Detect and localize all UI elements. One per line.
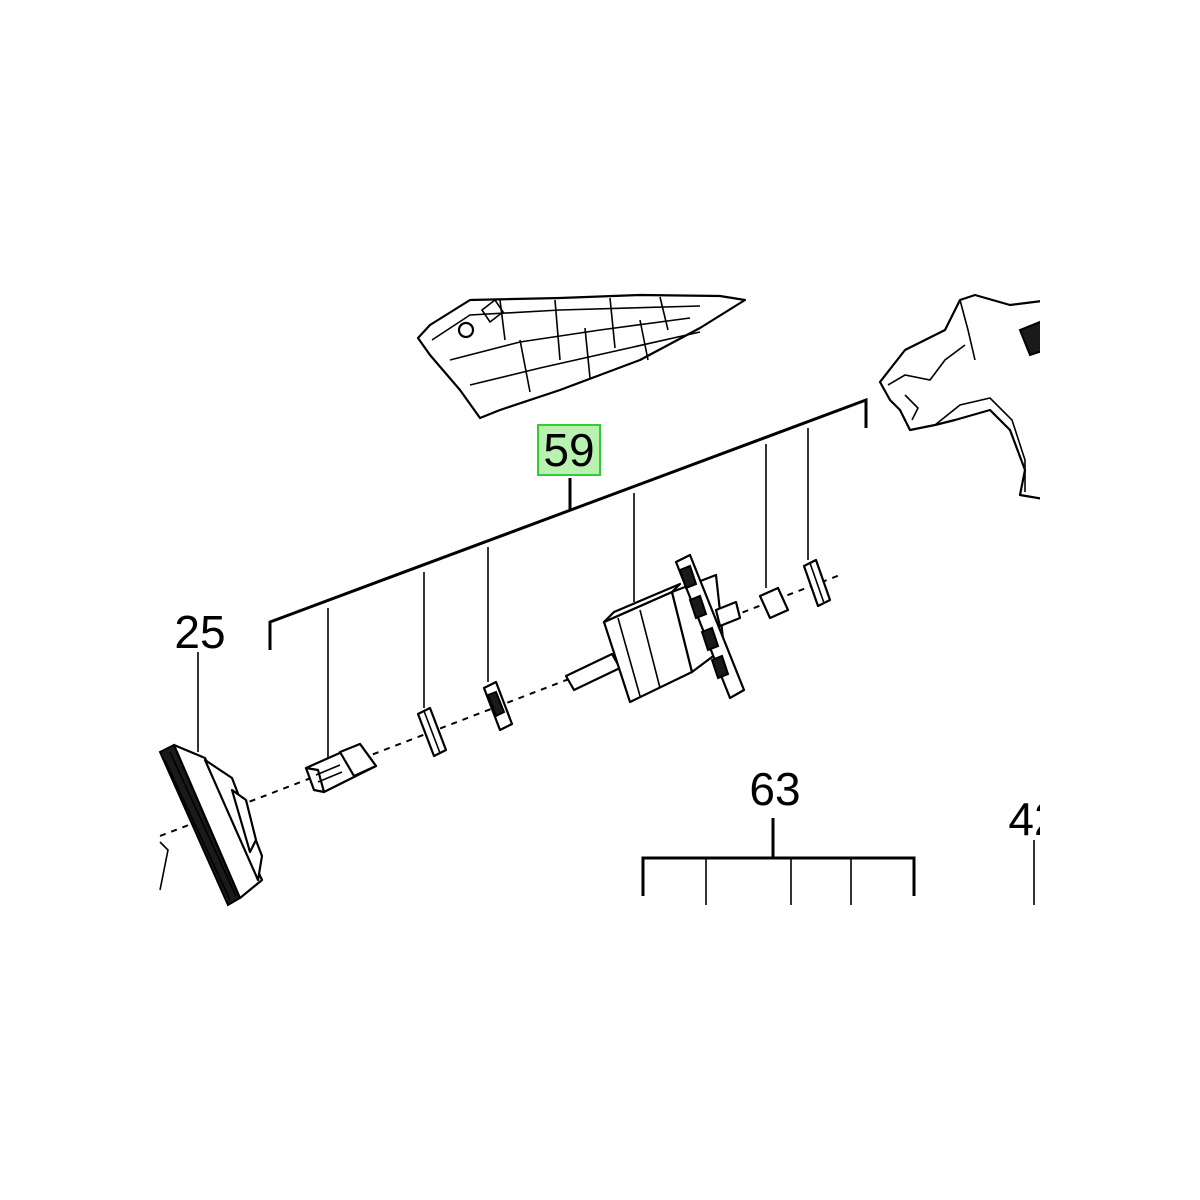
washer-part-2 [802,558,832,608]
armature-part [564,553,746,704]
housing-fragment [416,293,747,420]
washer-part-1 [416,706,448,758]
callout-59-bracket [268,397,868,758]
callout-63-bracket [641,818,916,905]
coupling-sleeve-part [304,742,378,794]
callout-59: 59 [543,424,594,476]
callout-63: 63 [749,763,800,815]
gear-housing-fragment [878,293,1040,500]
callout-25: 25 [174,606,225,658]
callout-42: 42 [1008,793,1059,845]
toothed-disc-part [482,680,514,732]
bearing-plate-part [158,743,264,907]
callout-59-highlight [537,424,601,476]
bushing-part [758,586,790,620]
